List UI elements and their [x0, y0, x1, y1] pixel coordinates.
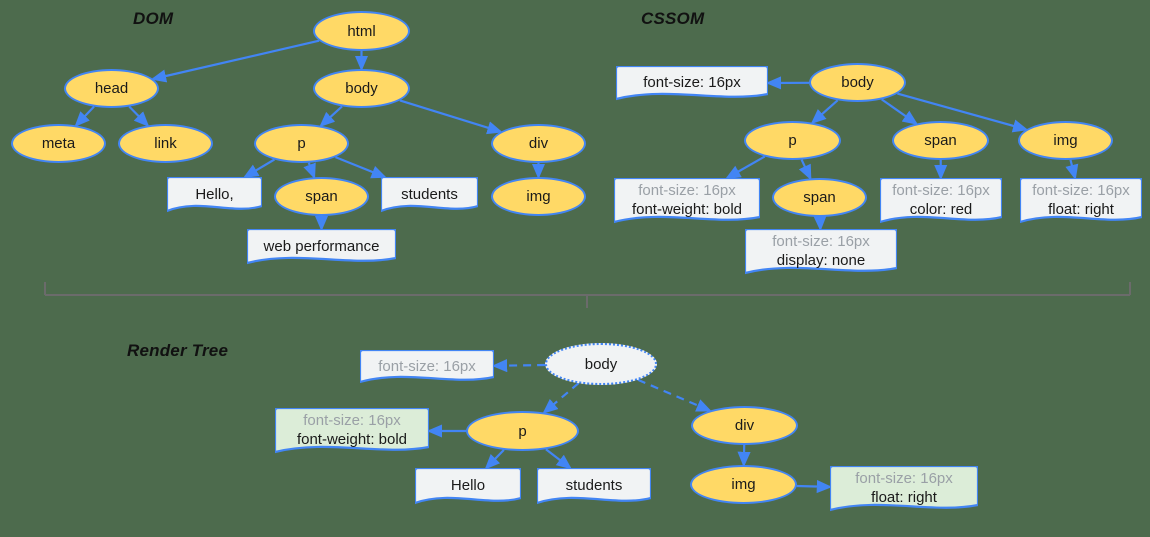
box-line: font-size: 16px [378, 357, 476, 375]
box-line: font-size: 16px [638, 182, 736, 200]
edge-body-to-div [399, 99, 503, 135]
edge-p-to-hello [243, 158, 275, 179]
box-line: font-size: 16px [772, 233, 870, 251]
node-label: p [297, 135, 306, 152]
box-line: font-size: 16px [303, 412, 401, 430]
node-ellipse-c_span1[interactable]: span [892, 121, 989, 160]
node-ellipse-c_span2[interactable]: span [772, 178, 867, 217]
edge-c_body-to-c_p [810, 99, 839, 125]
box-line: display: none [776, 252, 866, 269]
node-box-students[interactable]: students [381, 177, 478, 213]
node-ellipse-r_img[interactable]: img [690, 465, 797, 504]
edge-r_img-to-r_imgrule [796, 479, 833, 494]
node-label: div [734, 417, 755, 434]
box-line: font-size: 16px [892, 182, 990, 200]
edge-p-to-students [334, 156, 387, 179]
node-label: head [94, 80, 129, 97]
node-label: body [345, 80, 378, 97]
node-ellipse-r_p[interactable]: p [466, 411, 579, 451]
node-label: meta [41, 135, 76, 152]
edge-p-to-span [303, 162, 316, 180]
node-box-r_bodyrule[interactable]: font-size: 16px [360, 350, 494, 384]
box-label: Hello, [195, 185, 234, 203]
node-ellipse-c_body[interactable]: body [809, 63, 906, 102]
edge-r_p-to-r_hello [484, 449, 505, 470]
node-label: span [803, 189, 836, 206]
node-label: div [528, 135, 549, 152]
box-line: font-size: 16px [855, 470, 953, 488]
node-label: img [731, 476, 756, 493]
edge-c_img-to-c_imgrule [1065, 159, 1079, 181]
node-ellipse-c_img[interactable]: img [1018, 121, 1113, 160]
box-label: students [565, 477, 623, 495]
edge-r_body-to-r_bodyrule [491, 358, 546, 373]
edge-c_p-to-c_prule [725, 155, 766, 180]
node-ellipse-r_body[interactable]: body [545, 343, 657, 385]
edge-html-to-head [150, 39, 320, 83]
node-box-r_students[interactable]: students [537, 468, 651, 505]
edge-r_body-to-r_div [637, 378, 712, 412]
node-label: p [518, 422, 527, 440]
node-ellipse-link[interactable]: link [118, 124, 213, 163]
edge-body-to-p [319, 105, 343, 128]
node-label: link [154, 135, 177, 152]
node-label: p [788, 132, 797, 149]
node-ellipse-meta[interactable]: meta [11, 124, 106, 163]
node-label: img [526, 188, 551, 205]
edge-c_body-to-c_img [897, 92, 1029, 133]
node-ellipse-body[interactable]: body [313, 69, 410, 108]
node-ellipse-c_p[interactable]: p [744, 121, 841, 160]
box-line: font-weight: bold [296, 431, 408, 448]
edge-c_body-to-c_span1 [881, 98, 919, 125]
box-line: color: red [909, 201, 973, 218]
box-label: students [401, 185, 458, 203]
node-box-hello[interactable]: Hello, [167, 177, 262, 213]
render-tree-section-title: Render Tree [127, 341, 229, 360]
node-label: body [841, 74, 874, 91]
node-box-c_bodyrule[interactable]: font-size: 16px [616, 66, 768, 101]
node-label: span [924, 132, 957, 149]
cssom-section-title: CSSOM [641, 9, 705, 28]
node-box-r_hello[interactable]: Hello [415, 468, 521, 505]
node-ellipse-div[interactable]: div [491, 124, 586, 163]
node-ellipse-img[interactable]: img [491, 177, 586, 216]
box-label: Hello [450, 477, 486, 495]
node-ellipse-p[interactable]: p [254, 124, 349, 163]
node-ellipse-span[interactable]: span [274, 177, 369, 216]
box-line: float: right [871, 489, 937, 506]
node-ellipse-r_div[interactable]: div [691, 406, 798, 445]
edge-head-to-link [128, 105, 150, 127]
node-label: img [1053, 132, 1078, 149]
node-label: html [347, 22, 376, 40]
edge-r_p-to-r_students [545, 448, 572, 470]
box-line: float: right [1048, 201, 1114, 218]
node-label: body [584, 355, 618, 373]
box-line: font-weight: bold [631, 201, 743, 218]
edge-c_p-to-c_span2 [798, 159, 812, 181]
box-line: font-size: 16px [1032, 182, 1130, 200]
node-ellipse-html[interactable]: html [313, 11, 410, 51]
box-label: web performance [263, 237, 380, 255]
node-box-webperf[interactable]: web performance [247, 229, 396, 265]
box-line: font-size: 16px [643, 74, 741, 92]
node-label: span [305, 188, 338, 205]
dom-section-title: DOM [133, 9, 174, 28]
edge-r_body-to-r_p [542, 382, 580, 414]
node-ellipse-head[interactable]: head [64, 69, 159, 108]
edge-head-to-meta [74, 105, 95, 127]
